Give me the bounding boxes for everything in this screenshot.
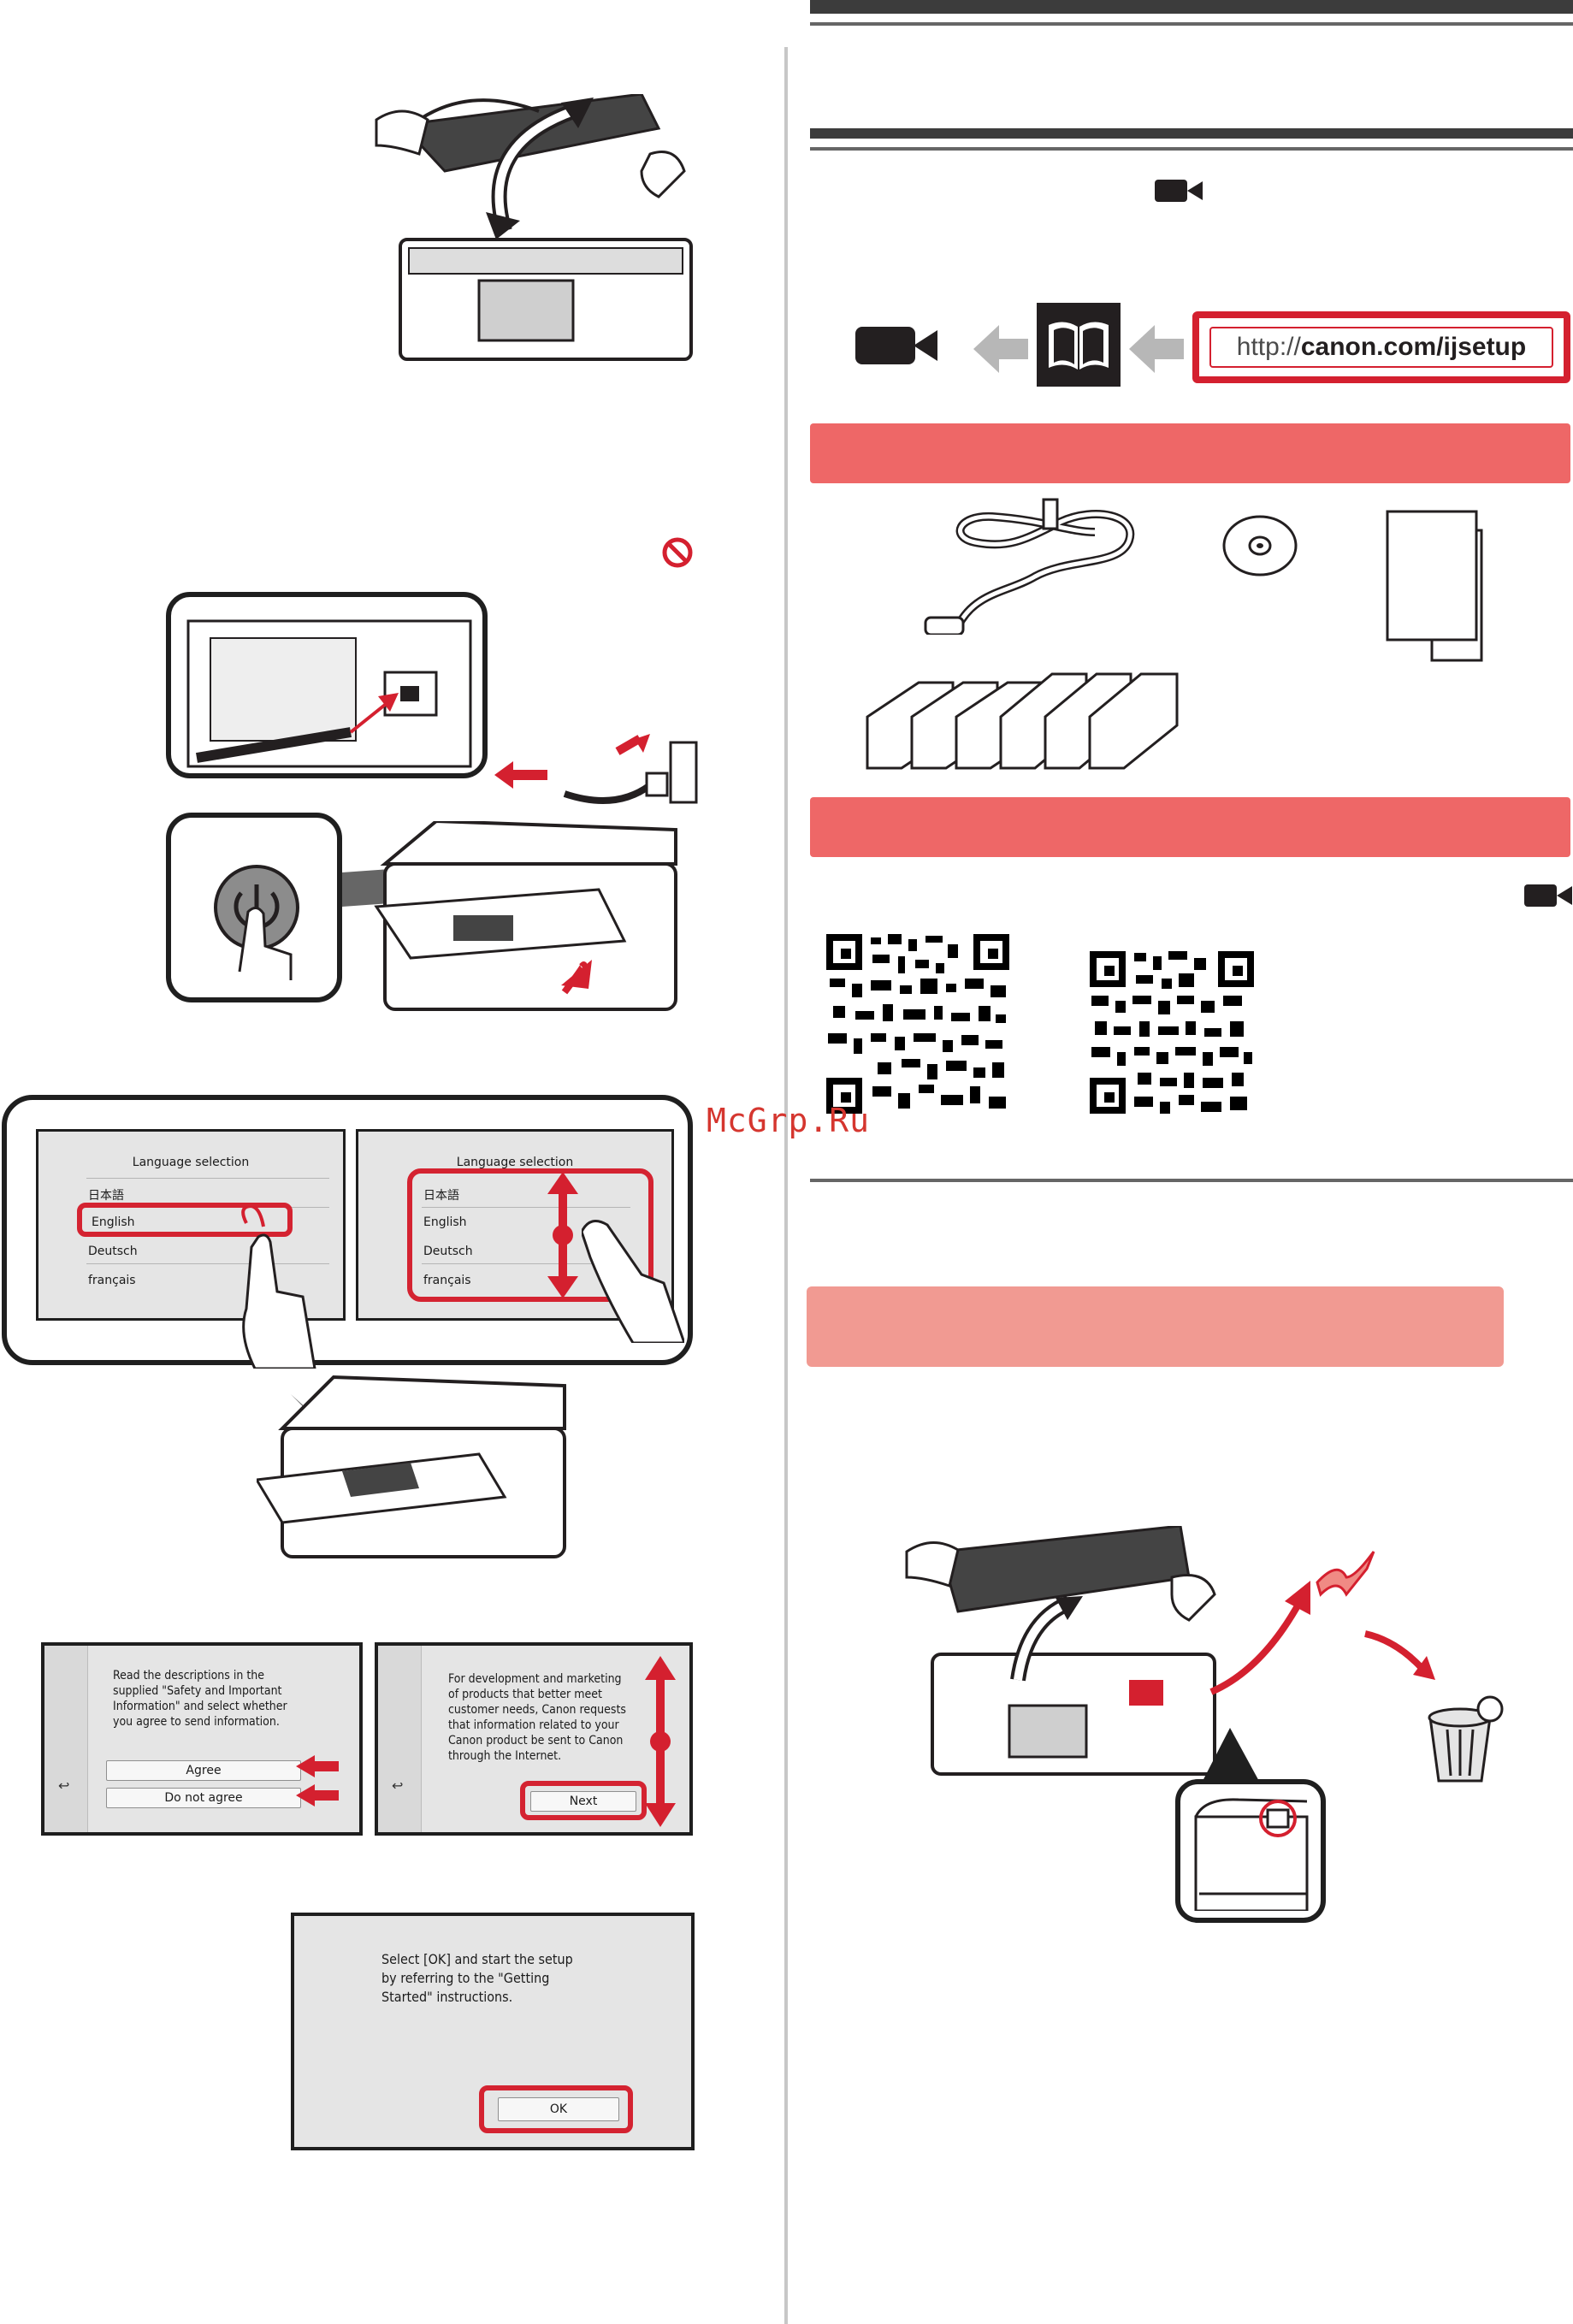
language-screen-1: Language selection 日本語 English Deutsch f… bbox=[36, 1129, 346, 1321]
manual-sheets-illustration bbox=[1386, 510, 1483, 662]
video-camera-icon bbox=[1155, 180, 1203, 202]
section-bar-contents bbox=[810, 423, 1570, 483]
section-bar-step bbox=[807, 1286, 1504, 1367]
do-not-agree-button[interactable]: Do not agree bbox=[106, 1788, 301, 1808]
watermark: McGrp.Ru bbox=[707, 1102, 871, 1139]
section-bar-videos bbox=[810, 797, 1570, 857]
language-option-deutsch[interactable]: Deutsch bbox=[88, 1245, 138, 1258]
tape-piece-illustration bbox=[1316, 1551, 1375, 1597]
section-rule-lower bbox=[810, 1179, 1573, 1182]
power-cord-illustration bbox=[924, 498, 1135, 635]
info-consent-text: Read the descriptions in the supplied "S… bbox=[113, 1669, 287, 1729]
top-rule bbox=[810, 0, 1573, 14]
language-option-francais[interactable]: français bbox=[88, 1274, 136, 1287]
english-highlight bbox=[77, 1203, 293, 1237]
setup-start-text: Select [OK] and start the setup by refer… bbox=[381, 1951, 573, 2005]
tape-removal-arrow bbox=[1209, 1581, 1310, 1695]
language-selection-callout bbox=[2, 1095, 693, 1365]
section-rule-thin bbox=[810, 147, 1573, 151]
development-info-text: For development and marketing of product… bbox=[448, 1672, 626, 1763]
swiping-hand-icon bbox=[582, 1220, 684, 1343]
setup-start-screen: Select [OK] and start the setup by refer… bbox=[291, 1913, 695, 2150]
trash-bin-icon bbox=[1428, 1695, 1504, 1783]
section-rule bbox=[810, 128, 1573, 139]
setup-url-box[interactable]: http://canon.com/ijsetup bbox=[1192, 311, 1570, 383]
language-option-english[interactable]: English bbox=[92, 1215, 135, 1229]
ok-button[interactable]: OK bbox=[498, 2097, 619, 2121]
power-icon bbox=[214, 865, 299, 980]
arrow-left-icon bbox=[296, 1755, 339, 1777]
setup-url[interactable]: http://canon.com/ijsetup bbox=[1209, 327, 1553, 368]
arrow-left-icon bbox=[1129, 325, 1184, 373]
language-option-japanese[interactable]: 日本語 bbox=[88, 1189, 124, 1203]
top-rule-thin bbox=[810, 22, 1573, 26]
disc-icon bbox=[1222, 515, 1298, 577]
development-info-screen: ↩ For development and marketing of produ… bbox=[375, 1642, 693, 1836]
no-entry-icon bbox=[662, 537, 693, 568]
discard-arrow bbox=[1364, 1630, 1435, 1680]
info-consent-screen: ↩ Read the descriptions in the supplied … bbox=[41, 1642, 363, 1836]
printer-open-scanner-illustration bbox=[375, 94, 693, 361]
rear-port-callout bbox=[166, 592, 488, 778]
video-camera-icon bbox=[1524, 884, 1572, 907]
back-icon[interactable]: ↩ bbox=[58, 1777, 70, 1794]
power-cable-illustration bbox=[494, 734, 698, 804]
video-camera-icon bbox=[855, 327, 937, 364]
agree-button[interactable]: Agree bbox=[106, 1760, 301, 1781]
language-title: Language selection bbox=[132, 1156, 250, 1169]
open-book-icon bbox=[1037, 303, 1121, 387]
ok-highlight bbox=[479, 2085, 633, 2133]
tapping-hand-icon bbox=[241, 1206, 316, 1369]
scroll-arrow-icon bbox=[645, 1656, 676, 1827]
scroll-highlight bbox=[407, 1168, 653, 1302]
printer-open-cover-illustration bbox=[905, 1526, 1216, 1776]
back-icon[interactable]: ↩ bbox=[392, 1777, 404, 1794]
scroll-arrow-icon bbox=[547, 1172, 578, 1298]
arrow-left-icon bbox=[973, 325, 1028, 373]
tape-location-callout bbox=[1175, 1779, 1326, 1923]
printer-front-illustration bbox=[342, 821, 677, 1011]
arrow-left-icon bbox=[296, 1784, 339, 1807]
qr-code-video-2[interactable] bbox=[1090, 951, 1254, 1114]
ink-tanks-illustration bbox=[866, 672, 1179, 770]
qr-code-video-1[interactable] bbox=[826, 934, 1009, 1114]
callout-pointer bbox=[1201, 1728, 1261, 1784]
column-divider bbox=[784, 47, 788, 2324]
printer-touchscreen-illustration bbox=[257, 1360, 566, 1558]
next-button[interactable]: Next bbox=[530, 1791, 636, 1812]
next-highlight bbox=[520, 1781, 647, 1820]
power-button-callout bbox=[166, 813, 342, 1002]
